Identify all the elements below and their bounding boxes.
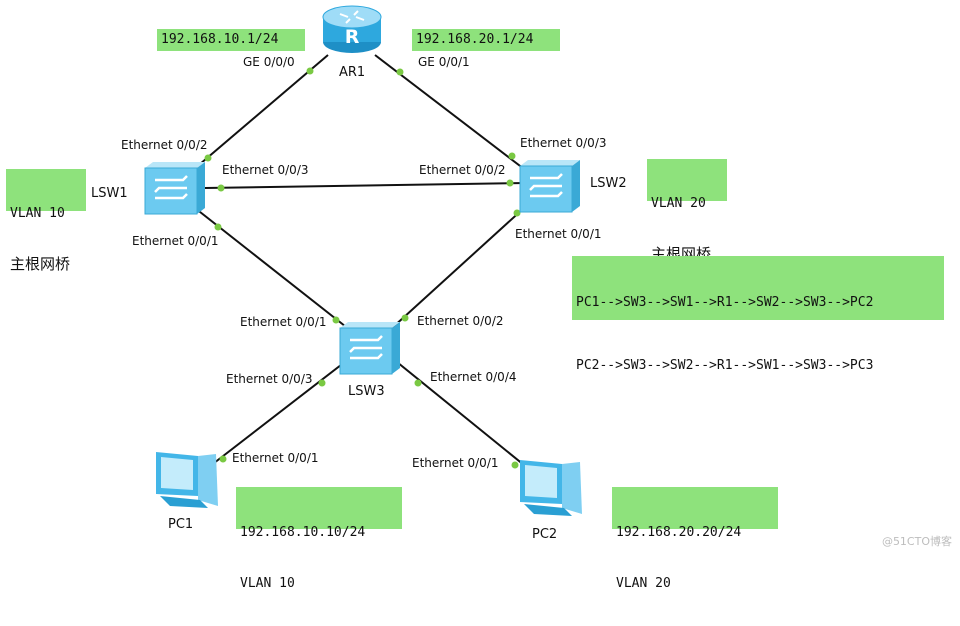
port-dot-lsw1-e002 (204, 154, 212, 162)
router-glyph: R (345, 26, 360, 48)
note-pc1-ip: 192.168.10.10/24 (240, 525, 366, 540)
note-pc2: 192.168.20.20/24 VLAN 20 (612, 487, 778, 591)
port-dot-lsw2-e002 (506, 179, 514, 187)
switch-icon-lsw2[interactable] (0, 0, 960, 553)
device-name-ar1: AR1 (339, 65, 366, 80)
port-label-pc2-e001: Ethernet 0/0/1 (412, 456, 499, 470)
port-dot-lsw3-e004 (414, 379, 422, 387)
port-dot-lsw2-e001 (513, 209, 521, 217)
device-name-pc1: PC1 (168, 517, 194, 532)
note-pc2-ip: 192.168.20.20/24 (616, 525, 742, 540)
note-ar1-left-ip: 192.168.10.1/24 (157, 29, 305, 51)
note-lsw1-vlan: VLAN 10 主根网桥 (6, 169, 86, 273)
port-label-lsw3-e004: Ethernet 0/0/4 (430, 370, 517, 384)
note-path-2: PC2-->SW3-->SW2-->R1-->SW1-->SW3-->PC3 (576, 358, 874, 373)
port-label-lsw1-e001: Ethernet 0/0/1 (132, 234, 219, 248)
port-label-lsw2-e001: Ethernet 0/0/1 (515, 227, 602, 241)
link-lsw3-pc1 (204, 357, 351, 471)
port-dot-lsw1-e001 (214, 223, 222, 231)
pc-icon-pc1[interactable] (0, 0, 960, 553)
network-topology-diagram: R (0, 0, 960, 591)
link-lsw3-pc2 (391, 357, 541, 479)
port-dot-pc1-e001 (219, 455, 227, 463)
device-name-lsw2: LSW2 (590, 176, 627, 191)
port-dot-ar1-ge000 (306, 67, 314, 75)
port-dot-lsw3-e002 (401, 314, 409, 322)
port-label-lsw2-e002: Ethernet 0/0/2 (419, 163, 506, 177)
note-lsw1-role: 主根网桥 (10, 255, 71, 273)
port-dot-lsw2-e003 (508, 152, 516, 160)
note-pc1-vlan: VLAN 10 (240, 576, 295, 591)
port-dot-pc2-e001 (511, 461, 519, 469)
port-dot-lsw3-e001 (332, 316, 340, 324)
port-label-lsw3-e003: Ethernet 0/0/3 (226, 372, 313, 386)
switch-icon-lsw1[interactable] (0, 0, 960, 553)
port-label-lsw3-e002: Ethernet 0/0/2 (417, 314, 504, 328)
port-label-ar1-ge001: GE 0/0/1 (418, 55, 470, 69)
note-lsw2-vlan: VLAN 20 主根网桥 (647, 159, 727, 263)
switch-icon-lsw3[interactable] (0, 0, 960, 553)
link-ar1-lsw1 (192, 54, 329, 171)
note-paths: PC1-->SW3-->SW1-->R1-->SW2-->SW3-->PC2 P… (572, 256, 944, 373)
topology-links (192, 54, 541, 479)
port-label-ar1-ge000: GE 0/0/0 (243, 55, 295, 69)
link-lsw2-lsw3 (391, 197, 536, 329)
note-ar1-right-ip: 192.168.20.1/24 (412, 29, 560, 51)
port-dot-ar1-ge001 (396, 68, 404, 76)
device-name-lsw1: LSW1 (91, 186, 128, 201)
note-lsw2-vlan-id: VLAN 20 (651, 196, 706, 211)
device-name-lsw3: LSW3 (348, 384, 385, 399)
port-label-pc1-e001: Ethernet 0/0/1 (232, 451, 319, 465)
port-label-lsw1-e003: Ethernet 0/0/3 (222, 163, 309, 177)
note-pc1: 192.168.10.10/24 VLAN 10 (236, 487, 402, 591)
note-path-1: PC1-->SW3-->SW1-->R1-->SW2-->SW3-->PC2 (576, 295, 874, 310)
port-label-lsw1-e002: Ethernet 0/0/2 (121, 138, 208, 152)
note-lsw1-vlan-id: VLAN 10 (10, 206, 65, 221)
port-label-lsw2-e003: Ethernet 0/0/3 (520, 136, 607, 150)
port-dot-lsw1-e003 (217, 184, 225, 192)
router-icon[interactable]: R (0, 0, 960, 553)
note-pc2-vlan: VLAN 20 (616, 576, 671, 591)
pc-icon-pc2[interactable] (0, 0, 960, 553)
port-dot-lsw3-e003 (318, 379, 326, 387)
link-lsw1-lsw2 (204, 182, 529, 189)
device-name-pc2: PC2 (532, 527, 558, 542)
watermark: @51CTO博客 (881, 535, 952, 548)
port-label-lsw3-e001: Ethernet 0/0/1 (240, 315, 327, 329)
